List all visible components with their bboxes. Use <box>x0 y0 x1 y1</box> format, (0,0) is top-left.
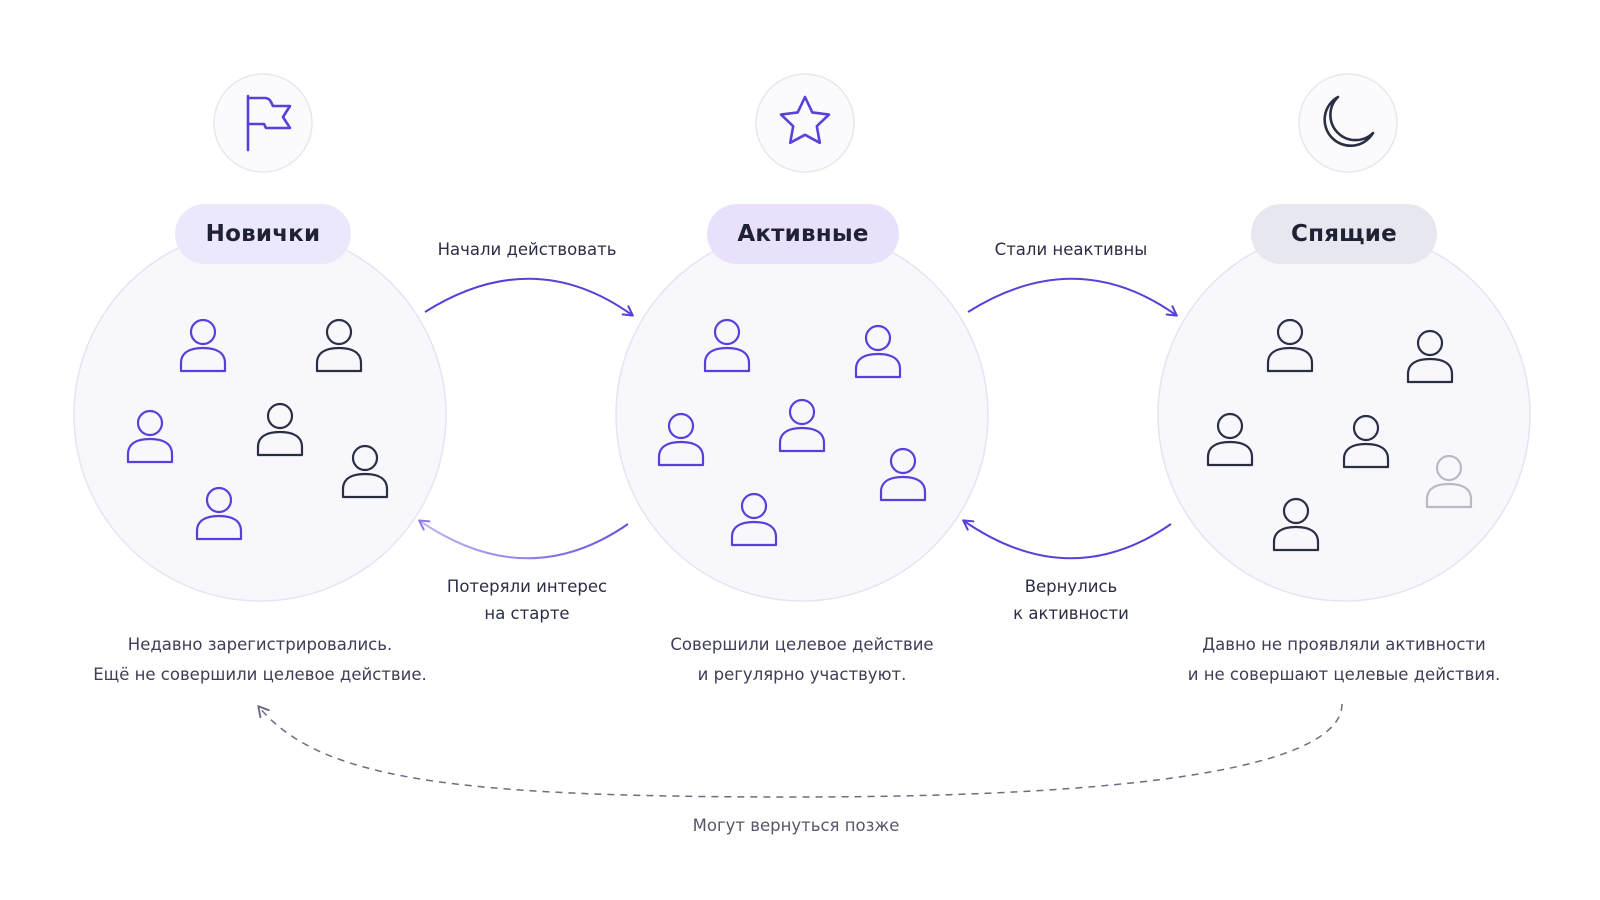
icon-badge-new <box>213 73 313 173</box>
user-icon <box>730 492 778 547</box>
user-icon <box>778 398 826 453</box>
stage-title-new: Новички <box>175 204 351 264</box>
label-new-to-active-text: Начали действовать <box>437 240 617 259</box>
arrow-new-to-active <box>424 277 634 317</box>
user-icon <box>854 324 902 379</box>
user-icon <box>1342 414 1390 469</box>
user-icon <box>315 318 363 373</box>
stage-description-active: Совершили целевое действие и регулярно у… <box>602 630 1002 690</box>
user-icon <box>1266 318 1314 373</box>
flag-icon <box>246 94 292 152</box>
stage-title-active: Активные <box>707 204 899 264</box>
moon-icon <box>1323 95 1375 147</box>
user-icon <box>179 318 227 373</box>
arrow-sleeping-to-new-dashed <box>257 703 1343 798</box>
icon-badge-sleeping <box>1298 73 1398 173</box>
stage-title-sleeping: Спящие <box>1251 204 1437 264</box>
stage-description-new: Недавно зарегистрировались. Ещё не совер… <box>60 630 460 690</box>
user-icon <box>657 412 705 467</box>
stage-description-new-line-1: Недавно зарегистрировались. <box>127 635 393 654</box>
user-icon <box>1406 329 1454 384</box>
users-sleeping <box>1206 318 1473 552</box>
user-icon <box>195 486 243 541</box>
label-active-to-sleeping-text: Стали неактивны <box>994 240 1148 259</box>
user-icon <box>1206 412 1254 467</box>
stage-description-sleeping-line-1: Давно не проявляли активности <box>1202 635 1486 654</box>
label-sleeping-to-new: Могут вернуться позже <box>692 816 900 835</box>
label-sleeping-to-active-line-2: к активности <box>1013 604 1129 623</box>
label-new-to-active: Начали действовать <box>417 236 637 263</box>
label-active-to-new-line-1: Потеряли интерес <box>446 577 608 596</box>
label-sleeping-to-active-line-1: Вернулись <box>1024 577 1118 596</box>
user-icon <box>879 447 927 502</box>
arrow-active-to-sleeping <box>967 277 1178 317</box>
icon-badge-active <box>755 73 855 173</box>
users-new <box>126 318 389 541</box>
user-icon <box>703 318 751 373</box>
label-active-to-sleeping: Стали неактивны <box>961 236 1181 263</box>
star-icon <box>779 95 831 145</box>
user-icon <box>1272 497 1320 552</box>
stage-description-sleeping: Давно не проявляли активности и не совер… <box>1144 630 1544 690</box>
users-active <box>657 318 927 547</box>
stage-description-sleeping-line-2: и не совершают целевые действия. <box>1187 665 1501 684</box>
label-sleeping-to-active: Вернулись к активности <box>961 573 1181 627</box>
user-icon <box>341 444 389 499</box>
label-active-to-new: Потеряли интерес на старте <box>417 573 637 627</box>
user-icon <box>1425 454 1473 509</box>
stage-description-new-line-2: Ещё не совершили целевое действие. <box>93 665 427 684</box>
stage-description-active-line-2: и регулярно участвуют. <box>697 665 907 684</box>
arrow-sleeping-to-active <box>962 519 1172 560</box>
arrow-active-to-new <box>418 519 629 560</box>
stage-description-active-line-1: Совершили целевое действие <box>670 635 934 654</box>
user-icon <box>256 402 304 457</box>
user-icon <box>126 409 174 464</box>
label-active-to-new-line-2: на старте <box>484 604 570 623</box>
